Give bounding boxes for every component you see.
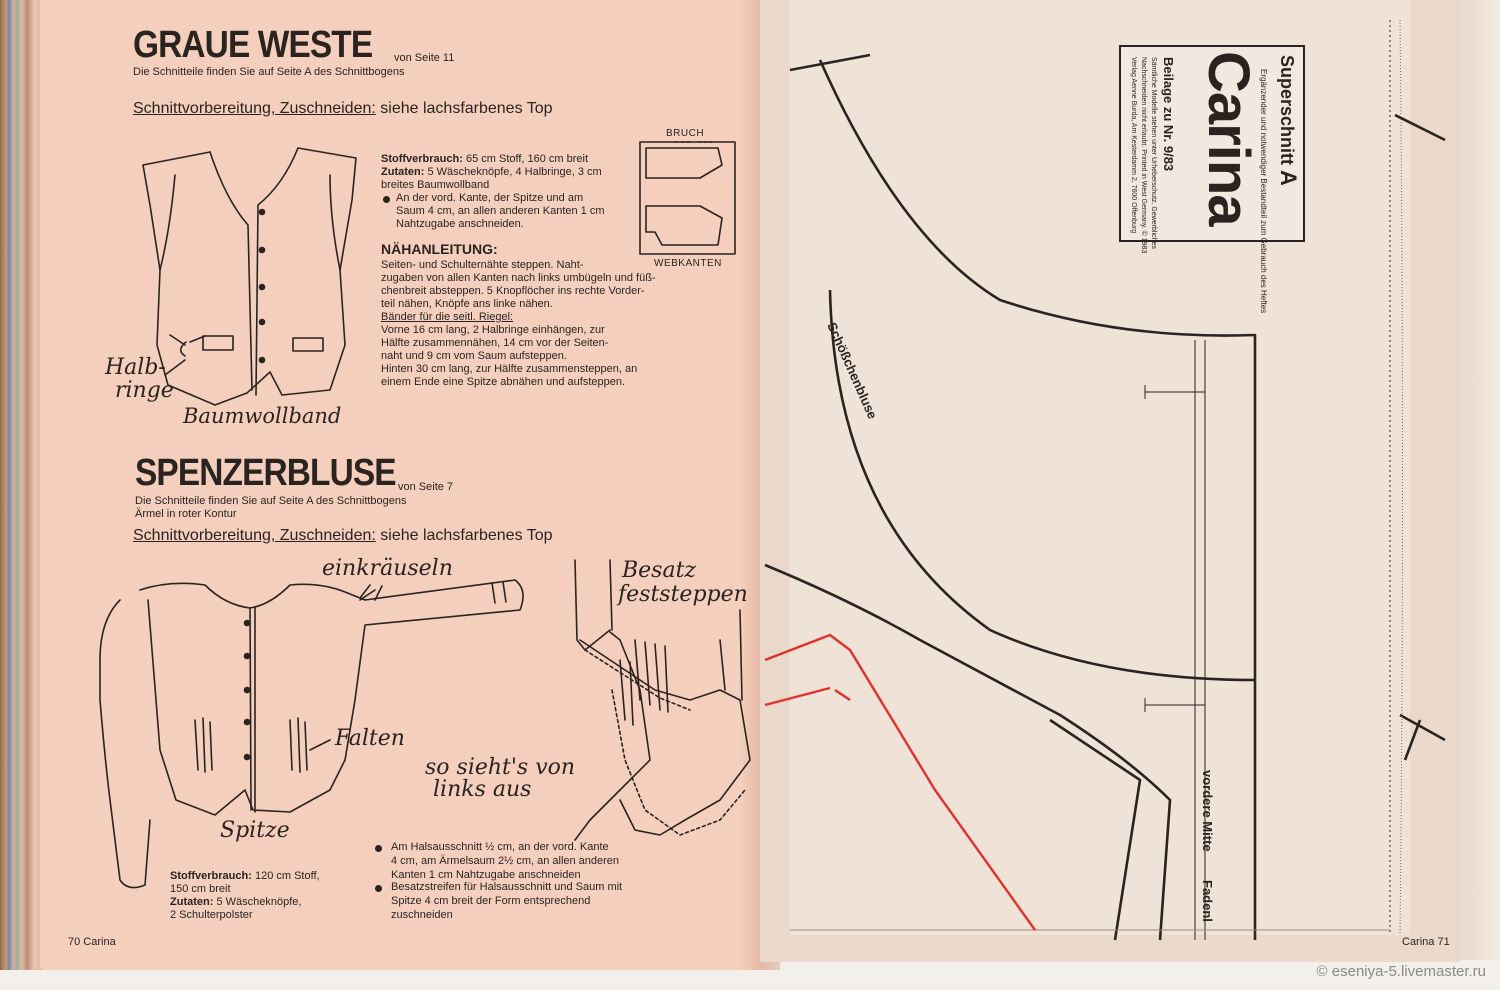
straps-line-5: einem Ende eine Spitze abnähen und aufst… bbox=[381, 376, 626, 388]
hand-label-folds: Falten bbox=[335, 726, 405, 751]
box-legal-3: Verlag Aenne Burda, Am Kesterdamm 2, 760… bbox=[1130, 57, 1137, 234]
left-page-footer: 70 Carina bbox=[68, 936, 116, 948]
vest-fabric: Stoffverbrauch: 65 cm Stoff, 160 cm brei… bbox=[381, 153, 588, 166]
vest-allowance-2: Saum 4 cm, an allen anderen Kanten 1 cm bbox=[396, 205, 605, 217]
vest-illustration bbox=[142, 147, 357, 406]
bullet-icon bbox=[375, 845, 382, 852]
blouse-fabric-value: 120 cm Stoff, bbox=[254, 870, 320, 882]
blouse-facing-3: zuschneiden bbox=[391, 909, 453, 921]
vest-notions-value: 5 Wäscheknöpfe, 4 Halbringe, 3 cm bbox=[427, 166, 602, 178]
label-webkanten: WEBKANTEN bbox=[654, 258, 722, 269]
blouse-page-ref: von Seite 7 bbox=[398, 481, 454, 493]
sewing-line-4: teil nähen, Knöpfe ans linke nähen. bbox=[381, 298, 553, 310]
blouse-notions-cont: 2 Schulterpolster bbox=[170, 909, 253, 921]
blouse-allowance-3: Kanten 1 cm Nahtzugabe anschneiden bbox=[391, 869, 581, 881]
cutting-layout-diagram bbox=[639, 141, 736, 255]
pattern-lines bbox=[764, 53, 1446, 941]
center-front-label: vordere Mitte bbox=[1200, 770, 1215, 852]
label-bruch: BRUCH bbox=[666, 128, 705, 139]
blouse-illustration bbox=[99, 579, 524, 889]
blouse-sleeve-note: Ärmel in roter Kontur bbox=[135, 508, 237, 520]
blouse-fabric: Stoffverbrauch: 120 cm Stoff, bbox=[170, 870, 320, 883]
hand-label-gather: einkräuseln bbox=[322, 556, 453, 581]
sewing-line-1: Seiten- und Schulternähte steppen. Naht- bbox=[381, 259, 584, 271]
bullet-icon bbox=[375, 885, 382, 892]
straps-line-3: naht und 9 cm vom Saum aufsteppen. bbox=[381, 350, 567, 362]
box-legal-2: Nachschneiden nicht erlaubt. Printed in … bbox=[1140, 57, 1147, 254]
hand-label-facing-1: Besatz bbox=[622, 558, 697, 583]
blouse-facing-2: Spitze 4 cm breit der Form entsprechend bbox=[391, 895, 591, 907]
blouse-notions-label: Zutaten: bbox=[170, 896, 214, 908]
sewing-line-2: zugaben von allen Kanten nach links umbü… bbox=[381, 272, 656, 284]
vest-notions-cont: breites Baumwollband bbox=[381, 179, 490, 191]
vest-prep-heading: Schnittvorbereitung, Zuschneiden: siehe … bbox=[133, 100, 553, 118]
bullet-icon bbox=[383, 196, 390, 203]
vest-prep-label: Schnittvorbereitung, Zuschneiden: bbox=[133, 100, 376, 117]
blouse-prep-label: Schnittvorbereitung, Zuschneiden: bbox=[133, 527, 376, 544]
vest-prep-value: siehe lachsfarbenes Top bbox=[380, 100, 553, 117]
hand-label-band: Baumwollband bbox=[183, 404, 342, 428]
vest-fabric-label: Stoffverbrauch: bbox=[381, 153, 463, 165]
vest-notions-label: Zutaten: bbox=[381, 166, 425, 178]
box-letter: A bbox=[1276, 170, 1301, 186]
box-title-text: Superschnitt bbox=[1277, 55, 1297, 166]
blouse-fabric-label: Stoffverbrauch: bbox=[170, 870, 252, 882]
pattern-sheet bbox=[790, 0, 1410, 935]
blouse-notions: Zutaten: 5 Wäscheknöpfe, bbox=[170, 896, 301, 909]
vest-notions: Zutaten: 5 Wäscheknöpfe, 4 Halbringe, 3 … bbox=[381, 166, 602, 179]
pattern-guides bbox=[790, 19, 1403, 940]
blouse-allowance-2: 4 cm, am Ärmelsaum 2½ cm, an allen ander… bbox=[391, 855, 620, 867]
box-supplement: Beilage zu Nr. 9/83 bbox=[1161, 57, 1176, 172]
blouse-title: SPENZERBLUSE bbox=[135, 452, 397, 494]
vest-allowance-3: Nahtzugabe anschneiden. bbox=[396, 218, 524, 230]
sewing-heading: NÄHANLEITUNG: bbox=[381, 241, 498, 257]
blouse-prep-heading: Schnittvorbereitung, Zuschneiden: siehe … bbox=[133, 527, 553, 545]
blouse-allowance-1: Am Halsausschnitt ½ cm, an der vord. Kan… bbox=[391, 841, 609, 853]
blouse-fabric-cont: 150 cm breit bbox=[170, 883, 231, 895]
grainline-label: Fadenl bbox=[1200, 880, 1215, 922]
right-page-edge bbox=[1455, 0, 1500, 960]
blouse-notions-value: 5 Wäscheknöpfe, bbox=[216, 896, 302, 908]
straps-heading: Bänder für die seitl. Riegel: bbox=[381, 311, 514, 323]
watermark: © eseniya-5.livemaster.ru bbox=[1316, 963, 1486, 980]
hand-label-ringe: ringe bbox=[115, 378, 174, 403]
vest-title: GRAUE WESTE bbox=[133, 24, 373, 66]
supplement-label-box: Superschnitt A Ergänzender und notwendig… bbox=[1119, 45, 1305, 313]
vest-fabric-value: 65 cm Stoff, 160 cm breit bbox=[465, 153, 589, 165]
right-page-footer: Carina 71 bbox=[1402, 936, 1450, 948]
box-legal-1: Sämtliche Modelle stehen unter Urhebersc… bbox=[1150, 57, 1157, 249]
straps-line-4: Hinten 30 cm lang, zur Hälfte zusammenst… bbox=[381, 363, 638, 375]
box-title: Superschnitt A bbox=[1275, 55, 1301, 186]
hand-label-facing-2: feststeppen bbox=[618, 582, 748, 607]
straps-line-2: Hälfte zusammennähen, 14 cm vor der Seit… bbox=[381, 337, 609, 349]
straps-line-1: Vorne 16 cm lang, 2 Halbringe einhängen,… bbox=[381, 324, 605, 336]
hand-label-inside-1: so sieht's von bbox=[425, 755, 576, 780]
red-sleeve-contour bbox=[764, 633, 1036, 931]
vest-pattern-note: Die Schnitteile finden Sie auf Seite A d… bbox=[133, 66, 405, 78]
facing-detail-illustration bbox=[574, 559, 751, 841]
box-brand: Carina bbox=[1196, 51, 1261, 226]
vest-page-ref: von Seite 11 bbox=[394, 52, 455, 64]
hand-label-halb: Halb- bbox=[105, 355, 166, 380]
hand-label-tip: Spitze bbox=[220, 818, 290, 843]
sewing-line-3: chenbreit absteppen. 5 Knopflöcher ins r… bbox=[381, 285, 645, 297]
blouse-facing-1: Besatzstreifen für Halsausschnitt und Sa… bbox=[391, 881, 623, 893]
blouse-pattern-note: Die Schnitteile finden Sie auf Seite A d… bbox=[135, 495, 407, 507]
hand-label-inside-2: links aus bbox=[433, 777, 532, 802]
blouse-prep-value: siehe lachsfarbenes Top bbox=[380, 527, 553, 544]
vest-allowance-1: An der vord. Kante, der Spitze und am bbox=[396, 192, 584, 204]
